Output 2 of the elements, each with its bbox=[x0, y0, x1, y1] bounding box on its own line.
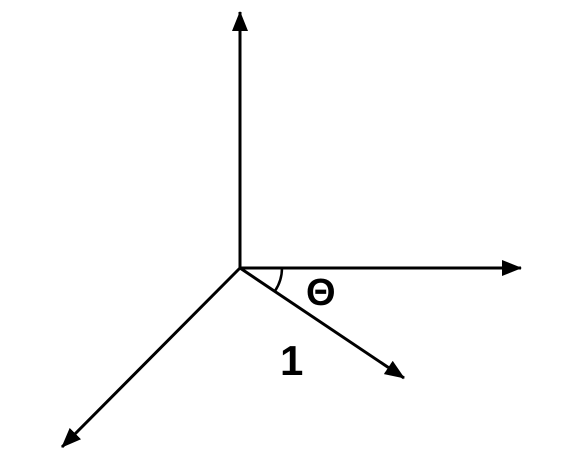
length-label: 1 bbox=[280, 340, 304, 382]
angle-label: Θ bbox=[306, 274, 336, 312]
